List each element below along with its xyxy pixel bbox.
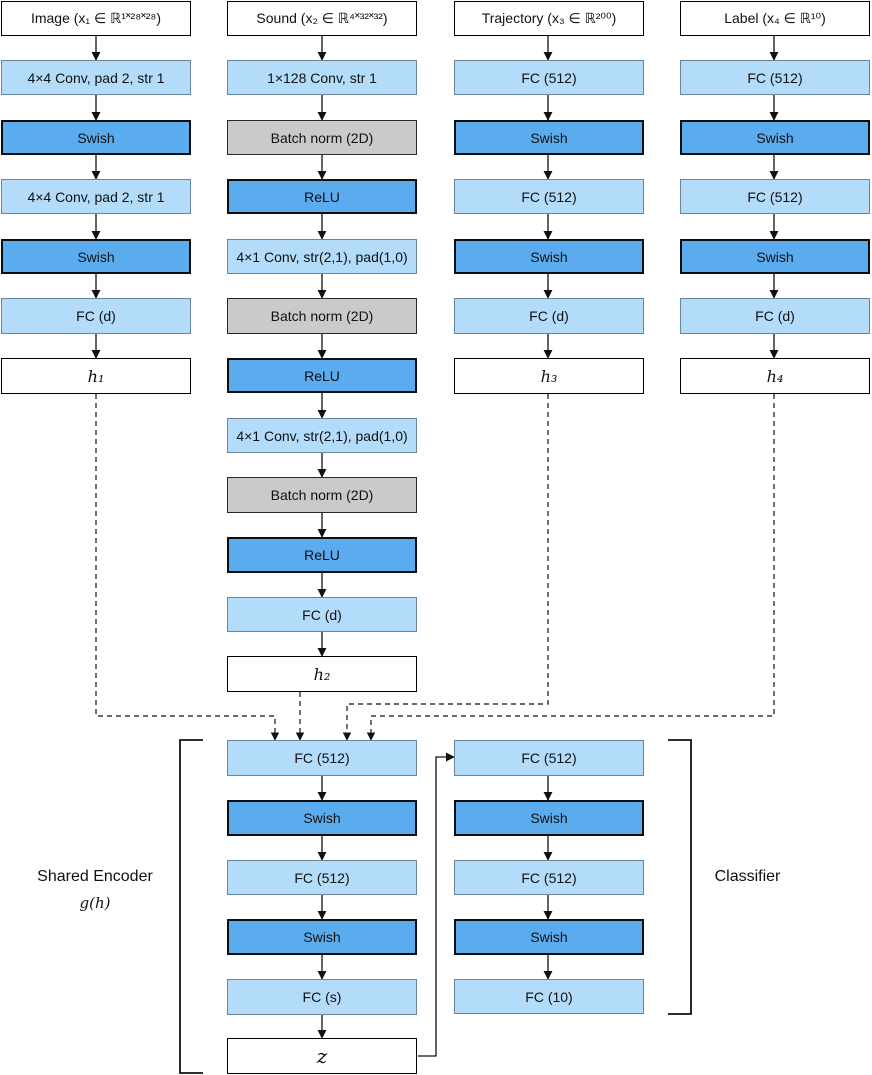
- label-layer-5: FC (d): [680, 298, 870, 334]
- sound-layer-3: ReLU: [227, 179, 417, 214]
- image-header: Image (x₁ ∈ ℝ¹˟²⁸˟²⁸): [1, 1, 191, 36]
- trajectory-layer-5: FC (d): [454, 298, 644, 334]
- sound-layer-9: ReLU: [227, 537, 417, 573]
- sound-layer-1: 1×128 Conv, str 1: [227, 60, 417, 95]
- classifier-layer-2: Swish: [454, 800, 644, 836]
- shared-encoder-output-z: z: [227, 1038, 417, 1074]
- classifier-layer-1: FC (512): [454, 740, 644, 776]
- image-layer-1: 4×4 Conv, pad 2, str 1: [1, 60, 191, 95]
- label-layer-1: FC (512): [680, 60, 870, 95]
- sound-layer-4: 4×1 Conv, str(2,1), pad(1,0): [227, 239, 417, 274]
- shared-encoder-layer-4: Swish: [227, 919, 417, 955]
- image-output-h1: h₁: [1, 358, 191, 394]
- trajectory-layer-4: Swish: [454, 239, 644, 274]
- sound-layer-2: Batch norm (2D): [227, 120, 417, 155]
- brackets: [179, 739, 692, 1074]
- classifier-layer-3: FC (512): [454, 860, 644, 895]
- dashed-arrows: [95, 394, 775, 741]
- image-layer-3: 4×4 Conv, pad 2, str 1: [1, 179, 191, 214]
- shared-encoder-title: Shared Encoder: [37, 868, 153, 885]
- label-layer-2: Swish: [680, 120, 870, 155]
- label-header: Label (x₄ ∈ ℝ¹⁰): [680, 1, 870, 36]
- label-layer-3: FC (512): [680, 179, 870, 214]
- classifier-layer-5: FC (10): [454, 979, 644, 1014]
- sound-output-h2: h₂: [227, 656, 417, 692]
- classifier-title: Classifier: [714, 868, 781, 885]
- trajectory-layer-2: Swish: [454, 120, 644, 155]
- image-layer-2: Swish: [1, 120, 191, 155]
- shared-encoder-layer-3: FC (512): [227, 860, 417, 895]
- classifier-layer-4: Swish: [454, 919, 644, 955]
- solid-arrows: [91, 36, 779, 1057]
- shared-encoder-layer-2: Swish: [227, 800, 417, 836]
- label-layer-4: Swish: [680, 239, 870, 274]
- image-layer-4: Swish: [1, 239, 191, 274]
- trajectory-header: Trajectory (x₃ ∈ ℝ²⁰⁰): [454, 1, 644, 36]
- sound-layer-8: Batch norm (2D): [227, 477, 417, 513]
- label-output-h4: h₄: [680, 358, 870, 394]
- sound-layer-5: Batch norm (2D): [227, 298, 417, 334]
- sound-layer-6: ReLU: [227, 358, 417, 393]
- sound-header: Sound (x₂ ∈ ℝ⁴˟³²˟³²): [227, 1, 417, 36]
- shared-encoder-layer-1: FC (512): [227, 740, 417, 776]
- trajectory-layer-1: FC (512): [454, 60, 644, 95]
- image-layer-5: FC (d): [1, 298, 191, 334]
- shared-encoder-formula: g(h): [79, 894, 111, 912]
- shared-encoder-layer-5: FC (s): [227, 979, 417, 1015]
- sound-layer-10: FC (d): [227, 597, 417, 632]
- sound-layer-7: 4×1 Conv, str(2,1), pad(1,0): [227, 418, 417, 453]
- trajectory-output-h3: h₃: [454, 358, 644, 394]
- trajectory-layer-3: FC (512): [454, 179, 644, 214]
